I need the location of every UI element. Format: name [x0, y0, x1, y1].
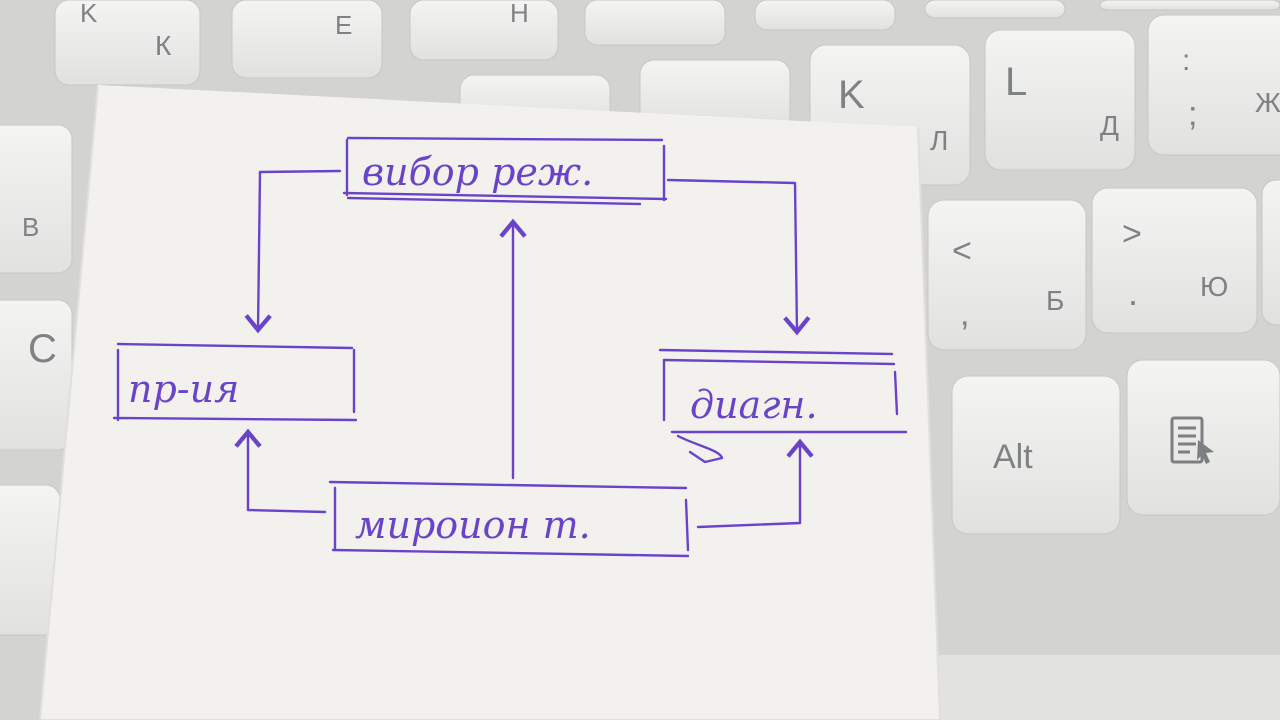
key-semicolon-cyr: Ж — [1255, 87, 1280, 118]
key-e-top-cyr: Е — [335, 10, 352, 40]
key-comma-cyr: Б — [1046, 285, 1064, 316]
key-period-cyr: Ю — [1200, 271, 1228, 302]
key-period-lower: . — [1128, 272, 1138, 313]
key-semicolon[interactable]: : ; Ж — [1147, 14, 1280, 156]
key-period[interactable]: > . Ю — [1091, 187, 1258, 334]
key-l[interactable]: L Д — [984, 29, 1136, 171]
arrow-bottom-to-left — [234, 428, 327, 514]
key-k-top-cyr: К — [155, 30, 172, 61]
label-monitoring: мироион т. — [355, 503, 591, 547]
key-k-top-latin: K — [80, 0, 98, 28]
key-k-top[interactable]: K К — [54, 0, 201, 86]
document-cursor-icon — [1170, 416, 1214, 464]
box-diagnostics — [658, 348, 908, 464]
key-n-top-cyr: Н — [510, 0, 529, 28]
arrow-top-to-right — [666, 178, 811, 336]
key-period-upper: > — [1122, 215, 1142, 253]
key-comma-upper: < — [952, 232, 972, 270]
key-top-6[interactable] — [924, 0, 1066, 19]
label-operation: пр-ия — [128, 367, 239, 411]
handwritten-diagram — [112, 136, 908, 558]
key-slash-partial[interactable] — [1261, 179, 1280, 326]
label-mode-select: вибор реж. — [362, 150, 593, 194]
key-l-cyr: Д — [1100, 110, 1119, 141]
key-b-left[interactable]: В — [0, 124, 73, 274]
key-alt-label: Alt — [993, 438, 1033, 476]
box-mode-select — [342, 136, 668, 206]
key-k-latin: K — [838, 73, 865, 117]
key-top-5[interactable] — [754, 0, 896, 31]
key-k-cyr: Л — [930, 125, 948, 156]
label-diagnostics: диагн. — [690, 383, 818, 427]
key-top-4[interactable] — [584, 0, 726, 46]
arrow-top-to-left — [244, 169, 342, 334]
key-b-left-cyr: В — [22, 212, 39, 242]
key-comma-lower: , — [960, 295, 969, 333]
key-c-left[interactable]: C — [0, 299, 73, 451]
keyboard-bottom-edge — [920, 655, 1280, 720]
key-alt[interactable]: Alt — [951, 375, 1121, 535]
key-semicolon-upper: : — [1182, 44, 1190, 77]
box-monitoring — [328, 480, 690, 558]
key-comma[interactable]: < , Б — [927, 199, 1087, 351]
sticky-note — [38, 84, 942, 720]
key-n-top[interactable]: Н — [409, 0, 559, 61]
arrow-bottom-to-right — [696, 438, 814, 529]
key-c-left-latin: C — [28, 327, 57, 371]
key-l-latin: L — [1005, 60, 1027, 104]
key-menu[interactable] — [1126, 359, 1280, 516]
box-operation — [112, 342, 358, 422]
key-e-top[interactable]: Е — [231, 0, 383, 79]
key-top-7[interactable] — [1099, 0, 1280, 11]
key-semicolon-lower: ; — [1188, 95, 1197, 133]
